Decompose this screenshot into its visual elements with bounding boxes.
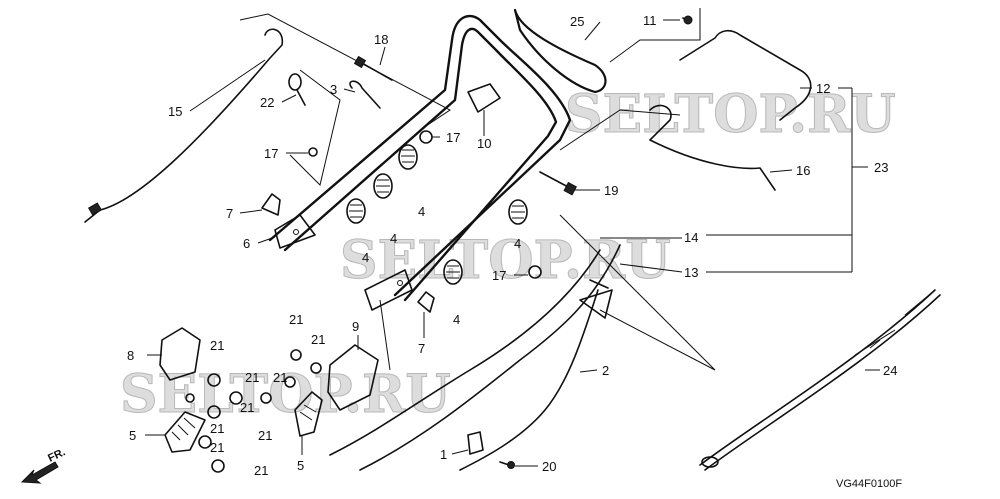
callout-8: 8	[127, 348, 134, 363]
callout-1: 1	[440, 447, 447, 462]
control-rods-part-12-16	[649, 15, 812, 191]
callout-21-b: 21	[311, 332, 325, 347]
callout-17-top: 17	[446, 130, 460, 145]
watermark-top: SELTOP.RU	[565, 84, 896, 145]
assembly-frame-lines	[239, 8, 716, 371]
callout-22: 22	[260, 95, 274, 110]
wing-nuts-part-7	[261, 193, 435, 313]
callout-2: 2	[602, 363, 609, 378]
callout-21-d: 21	[245, 370, 259, 385]
callout-5-left: 5	[129, 428, 136, 443]
lever-assembly-left	[159, 327, 206, 453]
callout-16: 16	[796, 163, 810, 178]
watermark-middle: SELTOP.RU	[340, 230, 671, 291]
callout-21-c: 21	[210, 338, 224, 353]
callout-21-a: 21	[289, 312, 303, 327]
callout-21-g: 21	[210, 421, 224, 436]
callout-21-e: 21	[240, 400, 254, 415]
callout-6: 6	[243, 236, 250, 251]
throttle-cables-part-2-13-14	[329, 244, 621, 471]
callout-5-right: 5	[297, 458, 304, 473]
cable-part-24	[699, 289, 941, 471]
callout-numbers: 15 18 3 22 17 17 10 11 25 12 23 16 19 14…	[127, 13, 902, 490]
lever-assembly-right	[294, 344, 379, 437]
callout-3: 3	[330, 82, 337, 97]
callout-11: 11	[643, 13, 657, 28]
callout-17-middle: 17	[492, 268, 506, 283]
handle-knobs-part-4	[346, 144, 528, 285]
cable-part-15	[84, 28, 284, 223]
lower-handle-plate-right	[364, 269, 413, 311]
nuts-part-17	[308, 130, 542, 279]
callout-15: 15	[168, 104, 182, 119]
callout-13: 13	[684, 265, 698, 280]
callout-7-left: 7	[226, 206, 233, 221]
lower-handle-plate-part-6	[274, 214, 316, 249]
callout-9: 9	[352, 319, 359, 334]
handle-pipe-part-25	[268, 8, 607, 302]
callout-leader-lines	[145, 19, 880, 467]
callout-19: 19	[604, 183, 618, 198]
front-direction-arrow: FR.	[20, 446, 67, 484]
callout-4-e: 4	[453, 312, 460, 327]
drawing-code: VG44F0100F	[836, 478, 902, 490]
cable-guide-part-10	[467, 83, 501, 113]
callout-12: 12	[816, 81, 830, 96]
callout-21-f: 21	[258, 428, 272, 443]
callout-14: 14	[684, 230, 698, 245]
callout-10: 10	[477, 136, 491, 151]
callout-20: 20	[542, 459, 556, 474]
callout-4-b: 4	[390, 231, 397, 246]
callout-4-c: 4	[362, 250, 369, 265]
callout-18: 18	[374, 32, 388, 47]
callout-4-d: 4	[514, 236, 521, 251]
callout-4-a: 4	[418, 204, 425, 219]
callout-17-left: 17	[264, 146, 278, 161]
callout-25: 25	[570, 14, 584, 29]
callout-23: 23	[874, 160, 888, 175]
bolts	[349, 55, 577, 196]
washers-part-21	[185, 349, 322, 473]
eyebolt-part-22	[288, 73, 306, 106]
callout-7-right: 7	[418, 341, 425, 356]
callout-21-i: 21	[254, 463, 268, 478]
front-direction-label: FR.	[46, 446, 67, 464]
watermark-bottom: SELTOP.RU	[120, 364, 451, 425]
callout-21-j: 21	[273, 370, 287, 385]
callout-24: 24	[883, 363, 897, 378]
callout-21-h: 21	[210, 440, 224, 455]
clip-part-1-screw-part-20	[467, 431, 515, 469]
